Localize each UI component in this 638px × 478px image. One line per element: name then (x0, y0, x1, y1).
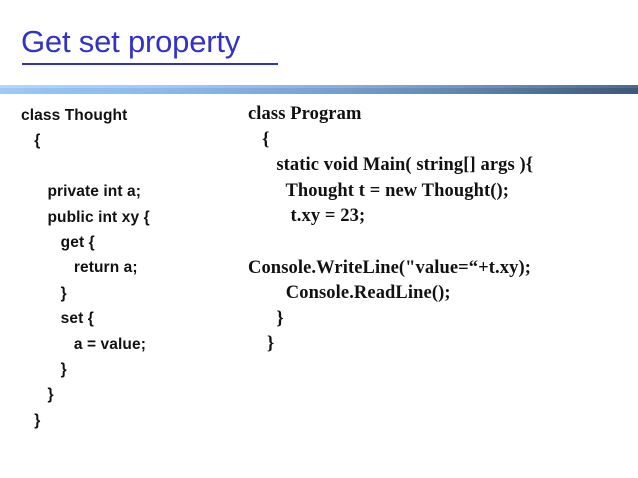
program-code-line-2: static void Main( string[] args ){ (248, 155, 534, 176)
thought-code-line-3: private int a; (21, 183, 141, 201)
thought-code-line-9: a = value; (21, 335, 146, 353)
program-code-line-3: Thought t = new Thought(); (248, 180, 510, 201)
thought-code-line-2 (21, 154, 150, 179)
thought-code-line-0: class Thought (21, 107, 128, 124)
code-block-program-class: class Program { static void Main( string… (248, 102, 533, 358)
program-code-line-9: } (248, 334, 275, 355)
header-divider-highlight (0, 85, 638, 88)
page-title: Get set property (21, 24, 241, 59)
program-code-line-7: Console.ReadLine(); (248, 283, 451, 304)
thought-code-line-10: } (21, 361, 67, 379)
program-code-line-1: { (248, 129, 270, 150)
thought-code-line-5: get { (21, 234, 95, 252)
program-code-line-6: Console.WriteLine("value=“+t.xy); (248, 257, 532, 278)
thought-code-line-11: } (21, 386, 54, 404)
header-divider-bar (0, 85, 638, 94)
code-block-thought-class: class Thought { private int a; public in… (21, 103, 150, 433)
program-code-line-4: t.xy = 23; (248, 206, 366, 227)
thought-code-line-8: set { (21, 310, 94, 328)
title-underline (22, 63, 278, 65)
thought-code-line-6: return a; (21, 259, 138, 277)
program-code-line-5 (248, 230, 533, 256)
program-code-line-8: } (248, 308, 284, 329)
thought-code-line-7: } (21, 284, 67, 302)
program-code-line-0: class Program (248, 104, 362, 124)
thought-code-line-4: public int xy { (21, 208, 150, 226)
thought-code-line-1: { (21, 132, 41, 150)
thought-code-line-12: } (21, 411, 41, 429)
